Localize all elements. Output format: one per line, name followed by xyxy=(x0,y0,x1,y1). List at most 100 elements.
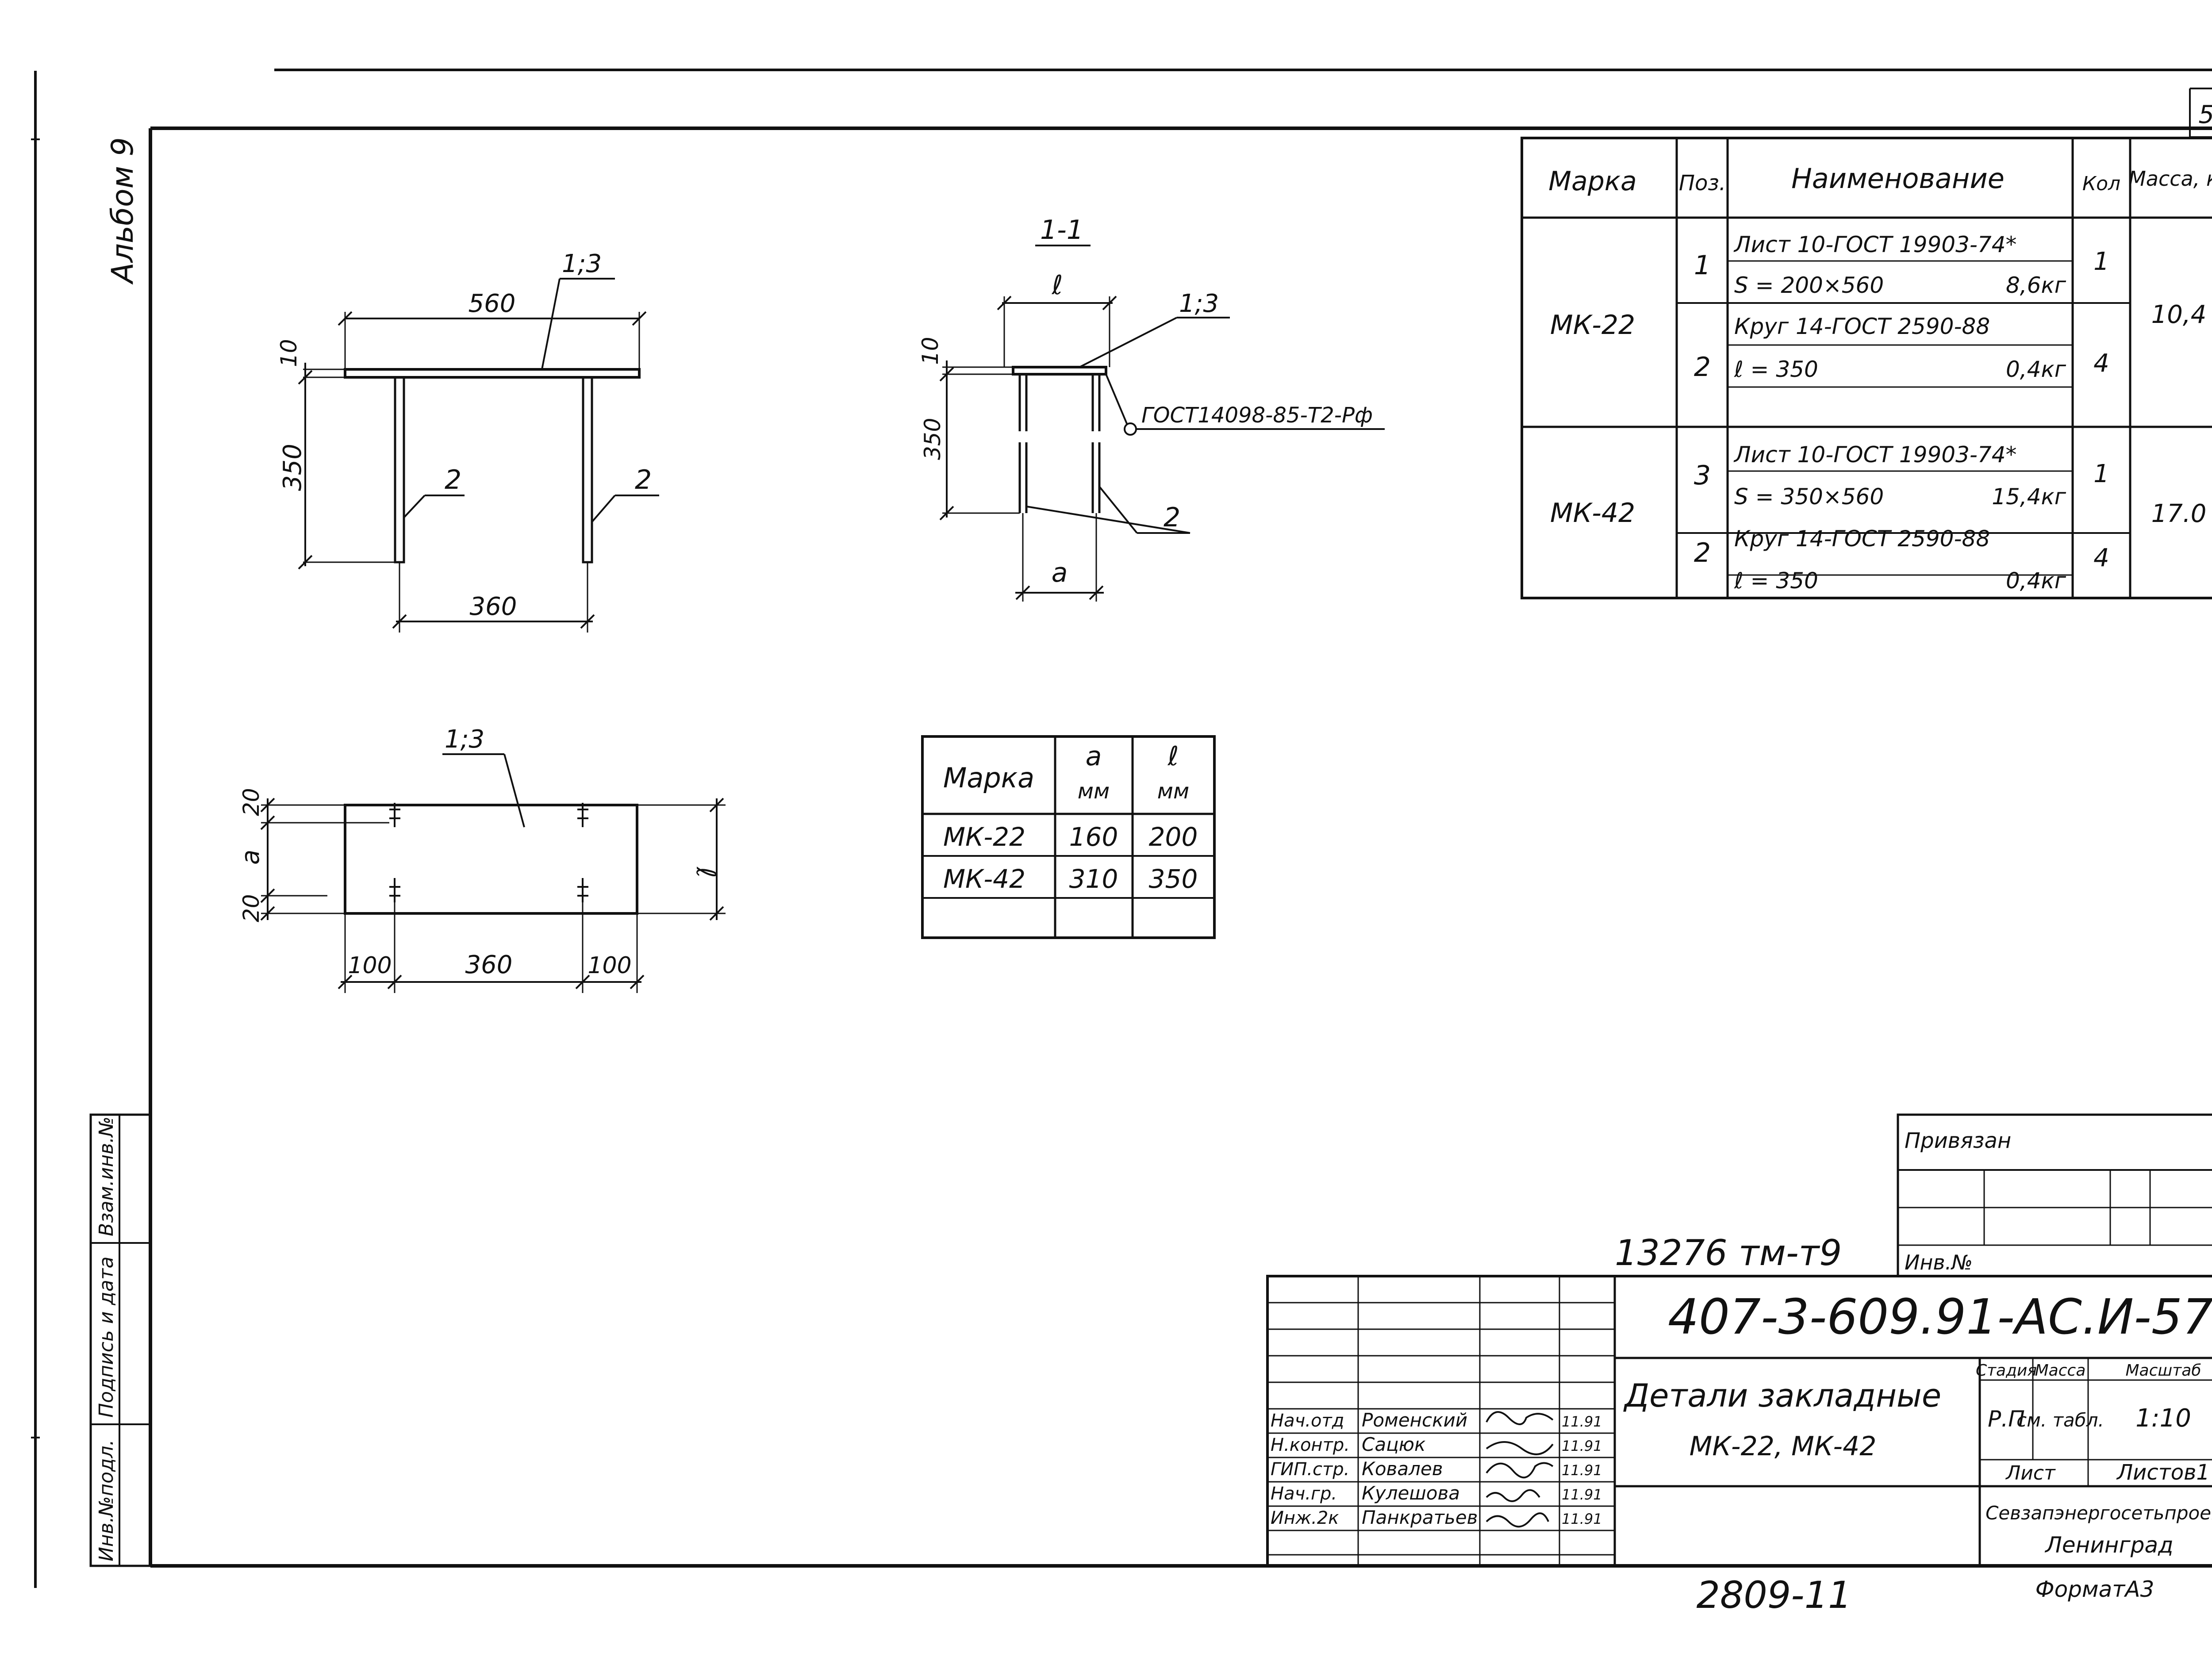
spec-g2r2-line2-right: 0,4кг xyxy=(2006,568,2066,594)
spec-header-mark: Марка xyxy=(1548,166,1637,197)
dim-table-r1-a: 160 xyxy=(1069,822,1118,852)
dim-table: Марка a мм ℓ мм МК-22 160 200 МК-42 310 … xyxy=(921,735,1216,939)
title-block: Нач.отд Роменский 11.91 Н.контр. Сацюк 1… xyxy=(1266,1275,2212,1567)
mass-label: Масса xyxy=(2035,1361,2086,1380)
dim-table-r2-mark: МК-42 xyxy=(943,864,1025,894)
dim-table-r1-l: 200 xyxy=(1149,822,1198,852)
section-dim-thickness: 10 xyxy=(918,337,943,365)
spec-g2r2-line1: Круг 14-ГОСТ 2590-88 xyxy=(1734,526,1990,552)
dim-table-header-mark: Марка xyxy=(943,762,1034,794)
sig3-name: Ковалев xyxy=(1362,1458,1443,1480)
elevation-dim-thickness: 10 xyxy=(276,339,302,367)
spec-g2r1-line2-right: 15,4кг xyxy=(1992,484,2066,510)
spec-g1r1-line2-right: 8,6кг xyxy=(2006,272,2066,298)
dim-table-header-a: a xyxy=(1086,741,1102,772)
spec-header-mass: Масса, кг xyxy=(2128,167,2212,191)
spec-g2r1-qty: 1 xyxy=(2093,460,2109,488)
sig5-name: Панкратьев xyxy=(1362,1507,1478,1528)
elevation-scale: 1;3 xyxy=(562,249,602,278)
plan-dim-top: 20 xyxy=(238,788,264,816)
spec-g1r2-line2-left: ℓ = 350 xyxy=(1734,357,1818,382)
plan-dim-bottom: 20 xyxy=(238,894,264,922)
spec-g1r2-qty: 4 xyxy=(2093,349,2109,378)
sig5-role: Инж.2к xyxy=(1271,1508,1339,1528)
sig2-role: Н.контр. xyxy=(1271,1435,1350,1455)
sheet-number: 54 xyxy=(2198,100,2212,129)
sheet-frame xyxy=(31,69,2212,1588)
plan-dim-a: a xyxy=(236,850,265,865)
signature-scribbles xyxy=(1486,1411,1554,1528)
scale-label: Масштаб xyxy=(2125,1361,2201,1380)
dim-table-header-a-unit: мм xyxy=(1078,779,1110,804)
sig4-name: Кулешова xyxy=(1362,1482,1460,1504)
section-dim-l: ℓ xyxy=(1052,270,1063,301)
plan-dim-right: 100 xyxy=(588,952,631,979)
mass-value: см. табл. xyxy=(2016,1409,2104,1431)
org-name: Севзапэнергосетьпроект xyxy=(1985,1502,2212,1524)
spec-group2-mark: МК-42 xyxy=(1550,498,1635,529)
spec-g2r1-pos: 3 xyxy=(1694,460,1711,491)
sheet-label: Лист xyxy=(2005,1462,2056,1484)
side-stamp: Инв.№подл. Подпись и дата Взам.инв.№ xyxy=(89,1113,152,1567)
sig2-name: Сацюк xyxy=(1362,1434,1426,1455)
spec-g1r1-pos: 1 xyxy=(1694,250,1711,281)
elevation-pos-right: 2 xyxy=(635,464,652,495)
elevation-view: 560 1;3 10 350 360 2 2 xyxy=(276,249,659,633)
side-stamp-replace: Взам.инв.№ xyxy=(95,1116,118,1236)
scale-value: 1:10 xyxy=(2135,1404,2191,1433)
dim-table-header-l-unit: мм xyxy=(1157,779,1189,804)
sig3-role: ГИП.стр. xyxy=(1271,1459,1349,1480)
plan-dim-l: ℓ xyxy=(690,867,721,878)
doc-title-line2: МК-22, МК-42 xyxy=(1690,1431,1877,1462)
spec-g1r2-pos: 2 xyxy=(1694,352,1711,383)
spec-g2r1-line2-left: S = 350×560 xyxy=(1734,484,1884,510)
sig3-date: 11.91 xyxy=(1562,1462,1602,1479)
plan-view: 1;3 20 a 20 ℓ xyxy=(236,725,726,993)
sig2-date: 11.91 xyxy=(1562,1438,1602,1454)
doc-title-line1: Детали закладные xyxy=(1623,1377,1941,1414)
sig5-date: 11.91 xyxy=(1562,1511,1602,1527)
sig1-date: 11.91 xyxy=(1562,1413,1602,1430)
sheets-label: Листов1 xyxy=(2116,1460,2210,1485)
section-view: 1-1 ℓ 1;3 10 350 xyxy=(918,215,1385,602)
plan-dim-left: 100 xyxy=(348,952,392,979)
section-title: 1-1 xyxy=(1040,215,1083,245)
spec-g1r1-qty: 1 xyxy=(2093,247,2109,276)
section-scale: 1;3 xyxy=(1179,289,1219,318)
stage-label: Стадия xyxy=(1976,1361,2037,1380)
handwritten-number: 13276 тм-т9 xyxy=(1615,1232,1842,1273)
section-weld-note: ГОСТ14098-85-Т2-Рф xyxy=(1141,403,1373,428)
spec-header-name: Наименование xyxy=(1791,162,2005,195)
elevation-dim-height: 350 xyxy=(278,444,307,491)
spec-g1r2-line2-right: 0,4кг xyxy=(2006,357,2066,382)
format-label: ФорматА3 xyxy=(2035,1576,2154,1602)
dim-table-r1-mark: МК-22 xyxy=(943,822,1025,852)
spec-g1r1-line2-left: S = 200×560 xyxy=(1734,272,1884,298)
section-dim-height: 350 xyxy=(920,418,945,460)
spec-table: Марка Поз. Наименование Кол Масса, кг МК… xyxy=(1521,137,2212,599)
spec-g2r2-pos: 2 xyxy=(1694,537,1711,568)
side-stamp-inv: Инв.№подл. xyxy=(95,1439,118,1561)
elevation-dim-spacing: 360 xyxy=(470,592,517,621)
privyazan-block: Привязан Инв.№ xyxy=(1897,1113,2212,1277)
dim-table-r2-a: 310 xyxy=(1069,864,1118,894)
privyazan-label: Привязан xyxy=(1905,1128,2011,1153)
privyazan-inv-label: Инв.№ xyxy=(1905,1250,1973,1274)
spec-g2r2-qty: 4 xyxy=(2093,544,2109,572)
spec-group2-mass: 17.0 xyxy=(2151,499,2207,528)
section-dim-a: a xyxy=(1052,557,1068,588)
side-stamp-signature: Подпись и дата xyxy=(95,1257,118,1418)
spec-g2r2-line2-left: ℓ = 350 xyxy=(1734,568,1818,594)
spec-header-qty: Кол xyxy=(2082,173,2120,195)
spec-group1-mark: МК-22 xyxy=(1550,310,1635,341)
org-city: Ленинград xyxy=(2044,1532,2173,1558)
footer-number: 2809-11 xyxy=(1697,1573,1852,1617)
plan-scale: 1;3 xyxy=(445,725,484,754)
spec-header-pos: Поз. xyxy=(1679,171,1726,196)
spec-g1r1-line1: Лист 10-ГОСТ 19903-74* xyxy=(1733,232,2017,257)
album-label: Альбом 9 xyxy=(105,137,140,285)
stage-value: Р.П xyxy=(1988,1406,2025,1432)
elevation-dim-length: 560 xyxy=(469,289,516,318)
spec-g1r2-line1: Круг 14-ГОСТ 2590-88 xyxy=(1734,314,1990,339)
